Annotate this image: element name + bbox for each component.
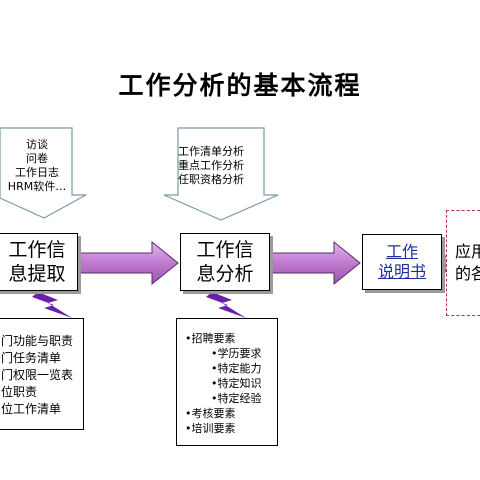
step-box-application-label: 应用 的各 [455,242,480,283]
list-item: •培训要素 [185,421,277,436]
list-item-label: 学历要求 [217,347,262,360]
list-item: 门任务清单 [1,351,62,365]
callout-middle-text: 工作清单分析 重点工作分析 任职资格分析 [178,145,264,187]
step-box-analyze: 工作信 息分析 [180,233,270,291]
step-box-application: 应用 的各 [446,210,480,316]
list-item-label: 特定经验 [217,392,262,405]
callout-left-line: 访谈 [26,138,48,151]
callout-left-line: 问卷 [26,152,48,165]
job-description-link[interactable]: 工作 说明书 [377,242,426,281]
bullet-icon: • [211,377,218,390]
callout-left-line: HRM软件… [7,180,67,193]
bullet-icon: • [185,407,192,420]
page-title: 工作分析的基本流程 [118,71,362,100]
callout-left-text: 访谈 问卷 工作日志 HRM软件… [4,138,70,194]
output-list-middle: •招聘要素 •学历要求 •特定能力 •特定知识 •特定经验 •考核要素 •培训要… [176,318,278,446]
flow-arrow-2 [269,240,361,286]
list-item-label: 特定知识 [217,377,262,390]
bullet-icon: • [211,392,218,405]
callout-left-line: 工作日志 [15,166,59,179]
list-item: •特定经验 [185,391,277,406]
bullet-icon: • [211,347,218,360]
callout-middle-line: 重点工作分析 [178,159,244,172]
step-box-analyze-label: 工作信 息分析 [196,239,254,285]
bullet-icon: • [185,422,192,435]
list-item-label: 考核要素 [191,407,236,420]
list-item-label: 培训要素 [191,422,236,435]
callout-arrow-middle [163,127,279,221]
list-item: 位工作清单 [1,402,62,416]
flow-arrow-1 [77,240,179,286]
lightning-icon-middle [206,292,246,318]
step-box-job-description[interactable]: 工作 说明书 [362,234,442,290]
callout-middle-line: 工作清单分析 [178,145,244,158]
list-item: 门权限一览表 [1,368,74,382]
list-item: 门功能与职责 [1,334,74,348]
callout-arrow-left [0,127,87,219]
lightning-icon-left [32,292,72,318]
list-item: •特定知识 [185,376,277,391]
bullet-icon: • [185,332,192,345]
bullet-icon: • [211,362,218,375]
list-item: •特定能力 [185,361,277,376]
step-box-extract-label: 工作信 息提取 [8,239,66,285]
callout-middle-line: 任职资格分析 [178,173,244,186]
list-item: •招聘要素 [185,331,277,346]
output-list-left: 门功能与职责 门任务清单 门权限一览表 位职责 位工作清单 [0,318,84,430]
list-item-label: 特定能力 [217,362,262,375]
list-item: •考核要素 [185,406,277,421]
list-item: 位职责 [1,385,38,399]
step-box-extract: 工作信 息提取 [0,233,78,291]
list-item: •学历要求 [185,346,277,361]
list-item-label: 招聘要素 [191,332,236,345]
